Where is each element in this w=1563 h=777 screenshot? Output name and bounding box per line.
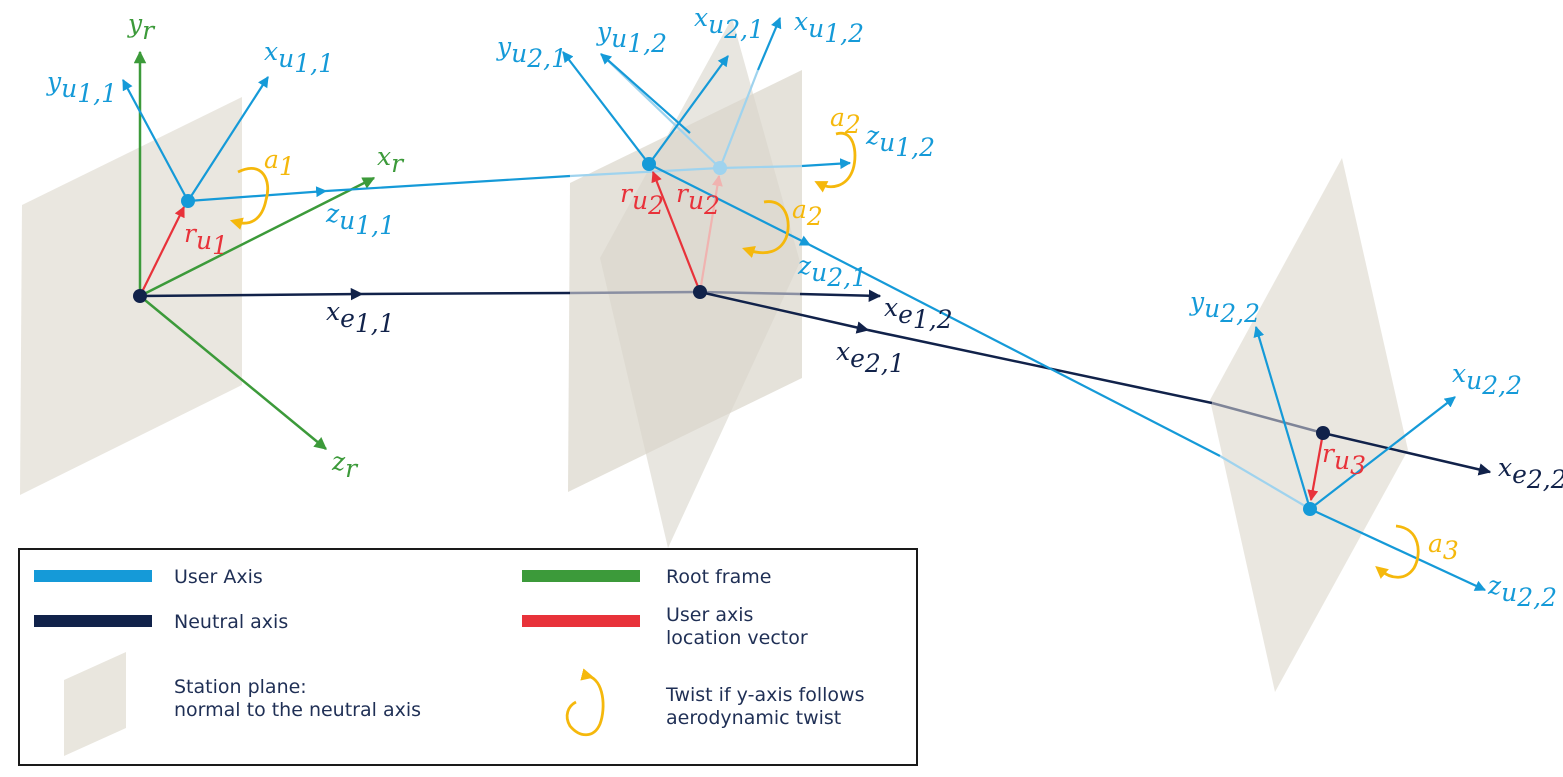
twist-arc-a1 (229, 166, 270, 230)
label-a2-mid: a2 (792, 195, 823, 231)
label-z-r: zr (331, 447, 359, 483)
label-y-u11: yu1,1 (46, 67, 117, 108)
location-vector-r-u2 (651, 170, 702, 293)
user-axis-y-u11 (122, 79, 189, 202)
legend-twist-icon (565, 668, 605, 737)
neutral-axis-x-e21 (699, 290, 870, 334)
neutral-axis-x-e12-behind (699, 290, 801, 296)
legend-swatch-user-axis (34, 570, 152, 582)
neutral-axis-segment-1-behind (569, 290, 701, 295)
neutral-point-3 (1316, 426, 1330, 440)
user-point-2a (642, 157, 656, 171)
legend-label-root-frame: Root frame (666, 566, 772, 588)
station-plane-3 (1210, 158, 1408, 692)
neutral-point-2 (693, 285, 707, 299)
label-x-u11: xu1,1 (264, 37, 334, 78)
legend: User Axis Neutral axis Station plane: no… (18, 548, 918, 766)
user-axis-z-u11 (187, 186, 328, 203)
label-x-e12: xe1,2 (884, 293, 953, 334)
user-point-3 (1303, 502, 1317, 516)
user-axis-z-u22 (1309, 508, 1486, 591)
twist-arc-a2-top (814, 131, 857, 193)
twist-arcs (229, 131, 1420, 579)
label-y-u21: yu2,1 (496, 32, 567, 73)
user-axis-x-u11 (187, 76, 269, 202)
label-r-u1: ru1 (184, 219, 228, 260)
neutral-axis-segment-2-behind (1211, 401, 1324, 435)
legend-label-station-plane-1: Station plane: (174, 676, 307, 698)
user-axis-x-u12-behind (718, 69, 760, 169)
legend-label-twist-1: Twist if y-axis follows (666, 684, 865, 706)
neutral-axis-x-e11 (139, 287, 364, 301)
label-x-e11: xe1,1 (326, 297, 395, 338)
location-vector-r-u2-behind (698, 174, 723, 293)
label-y-u12: yu1,2 (596, 17, 667, 58)
legend-label-location-vector-2: location vector (666, 627, 808, 649)
legend-swatch-neutral-axis (34, 615, 152, 627)
location-vector-r-u1 (139, 206, 185, 297)
label-z-u12: zu1,2 (865, 121, 935, 162)
neutral-axis-x-e22 (1322, 431, 1492, 476)
user-axis-line-2 (809, 244, 1221, 457)
user-point-2b (713, 161, 727, 175)
root-frame-x-r (139, 176, 376, 298)
legend-station-plane-icon (64, 652, 126, 756)
label-z-u11: zu1,1 (325, 199, 395, 240)
root-frame-z-r (139, 295, 327, 450)
label-a1: a1 (264, 145, 295, 181)
user-point-1 (181, 194, 195, 208)
user-axis-group (122, 16, 1486, 591)
user-axis-x-u21 (648, 55, 729, 165)
user-axis-line-1 (325, 174, 571, 193)
label-r-u2-a: ru2 (620, 179, 664, 220)
user-axis-x-u12 (756, 16, 782, 71)
neutral-axis-group (139, 287, 1492, 476)
legend-label-neutral-axis: Neutral axis (174, 611, 289, 633)
user-axis-z-u12 (801, 158, 852, 170)
legend-swatch-location-vector (522, 615, 640, 627)
user-axis-line-1b (719, 164, 803, 170)
user-axis-y-u21 (562, 51, 650, 165)
neutral-point-1 (133, 289, 147, 303)
user-axis-line-1-behind (569, 166, 721, 178)
legend-swatch-root-frame (522, 570, 640, 582)
label-r-u3: ru3 (1322, 439, 1366, 480)
neutral-axis-segment-2 (867, 328, 1213, 405)
legend-label-station-plane-2: normal to the neutral axis (174, 699, 422, 721)
label-a2-top: a2 (830, 103, 861, 139)
twist-arc-a3 (1375, 524, 1420, 579)
user-axis-y-u22 (1253, 325, 1312, 510)
user-axis-y-u12-front (600, 53, 691, 134)
neutral-axis-x-e12 (799, 289, 882, 302)
user-axis-z-u21 (648, 163, 811, 246)
axis-labels: yr xr zr xu1,1 yu1,1 zu1,1 a1 ru1 xe1,1 … (46, 3, 1563, 612)
label-x-e21: xe2,1 (836, 337, 905, 378)
label-y-r: yr (127, 9, 156, 45)
label-z-u22: zu2,2 (1487, 571, 1557, 612)
twist-arc-a2-mid (742, 200, 790, 258)
location-vector-group (139, 170, 1325, 502)
label-r-u2-b: ru2 (676, 179, 720, 220)
label-y-u22: yu2,2 (1189, 287, 1260, 328)
root-frame-group (133, 50, 376, 450)
label-x-r: xr (377, 142, 405, 178)
location-vector-r-u3 (1307, 432, 1325, 502)
label-x-u12: xu1,2 (794, 7, 864, 48)
label-a3: a3 (1428, 529, 1459, 565)
legend-label-twist-2: aerodynamic twist (666, 707, 842, 729)
label-x-u21: xu2,1 (694, 3, 764, 44)
neutral-axis-segment-1 (361, 291, 571, 296)
label-x-e22: xe2,2 (1498, 453, 1563, 494)
legend-label-location-vector-1: User axis (666, 604, 754, 626)
station-plane-2b (600, 18, 800, 548)
user-axis-x-u22 (1309, 396, 1456, 510)
points (133, 157, 1330, 516)
user-axis-line-2-behind (1219, 455, 1311, 510)
label-x-u22: xu2,2 (1452, 359, 1522, 400)
label-z-u21: zu2,1 (797, 251, 867, 292)
legend-label-user-axis: User Axis (174, 566, 263, 588)
